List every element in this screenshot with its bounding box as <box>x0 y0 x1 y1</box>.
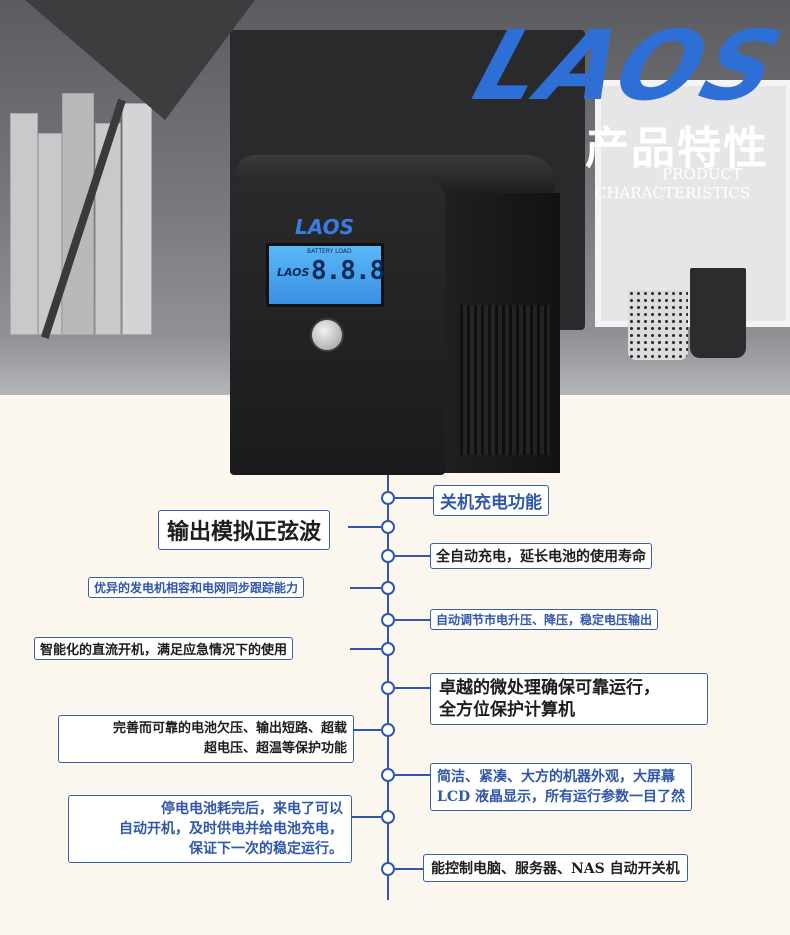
book <box>62 93 94 335</box>
feature-line: 卓越的微处理确保可靠运行， <box>439 678 660 698</box>
timeline-dot <box>381 642 395 656</box>
ups-vents <box>460 305 550 455</box>
connector <box>348 526 381 528</box>
book <box>95 123 121 335</box>
pen-holder <box>628 290 688 360</box>
section-title: 产品特性 <box>585 123 769 174</box>
subtitle-line: PRODUCT <box>662 165 742 183</box>
timeline-dot <box>381 581 395 595</box>
timeline-dot <box>381 723 395 737</box>
feature-box: 停电电池耗完后，来电了可以 自动开机，及时供电并给电池充电， 保证下一次的稳定运… <box>68 795 352 863</box>
connector <box>395 555 430 557</box>
book <box>10 113 38 335</box>
power-button[interactable] <box>310 318 344 352</box>
feature-line: 全方位保护计算机 <box>439 700 575 720</box>
hero-banner: LAOS 产品特性 PRODUCT CHARACTERISTICS <box>0 0 790 395</box>
feature-box: 简洁、紧凑、大方的机器外观，大屏幕 LCD 液晶显示，所有运行参数一目了然 <box>430 763 693 811</box>
feature-box: 关机充电功能 <box>433 485 549 516</box>
connector <box>395 687 430 689</box>
feature-line: 自动开机，及时供电并给电池充电， <box>119 821 343 837</box>
connector <box>352 816 381 818</box>
timeline-dot <box>381 681 395 695</box>
cup <box>690 268 746 358</box>
lcd-display: BATTERY LOAD LAOS 8.8.8 <box>266 243 385 307</box>
feature-line: 完善而可靠的电池欠压、输出短路、超载 <box>112 721 347 736</box>
timeline-dot <box>381 613 395 627</box>
connector <box>395 774 430 776</box>
lcd-digits: 8.8.8 <box>311 256 385 286</box>
timeline-dot <box>381 491 395 505</box>
feature-line: 简洁、紧凑、大方的机器外观，大屏幕 <box>437 769 675 785</box>
feature-box: 完善而可靠的电池欠压、输出短路、超载 超电压、超温等保护功能 <box>58 715 354 763</box>
feature-box: 输出模拟正弦波 <box>158 510 331 550</box>
lamp-shade <box>25 0 255 120</box>
connector <box>350 648 381 650</box>
connector <box>395 619 430 621</box>
lcd-status-text: BATTERY LOAD <box>307 248 352 255</box>
feature-box: 卓越的微处理确保可靠运行， 全方位保护计算机 <box>430 673 708 725</box>
timeline-dot <box>381 549 395 563</box>
feature-line: 超电压、超温等保护功能 <box>203 741 347 756</box>
connector <box>395 497 433 499</box>
feature-box: 能控制电脑、服务器、NAS 自动开关机 <box>423 854 688 882</box>
brand-logo: LAOS <box>461 10 790 122</box>
feature-box: 全自动充电，延长电池的使用寿命 <box>430 543 652 569</box>
feature-line: 停电电池耗完后，来电了可以 <box>161 801 343 817</box>
ups-device: LAOS BATTERY LOAD LAOS 8.8.8 <box>230 155 560 475</box>
device-logo: LAOS <box>295 215 355 239</box>
book <box>122 103 152 335</box>
connector <box>352 729 381 731</box>
section-subtitle: PRODUCT CHARACTERISTICS <box>595 165 751 203</box>
subtitle-line: CHARACTERISTICS <box>595 184 751 202</box>
timeline-dot <box>381 810 395 824</box>
timeline-dot <box>381 862 395 876</box>
timeline-dot <box>381 520 395 534</box>
connector <box>395 868 423 870</box>
feature-box: 自动调节市电升压、降压，稳定电压输出 <box>430 609 659 630</box>
connector <box>350 587 381 589</box>
feature-box: 智能化的直流开机，满足应急情况下的使用 <box>34 637 294 660</box>
timeline-dot <box>381 768 395 782</box>
lcd-logo: LAOS <box>277 266 310 279</box>
feature-line: 保证下一次的稳定运行。 <box>189 841 343 857</box>
feature-line: LCD 液晶显示，所有运行参数一目了然 <box>437 789 686 805</box>
feature-box: 优异的发电机相容和电网同步跟踪能力 <box>88 577 305 598</box>
